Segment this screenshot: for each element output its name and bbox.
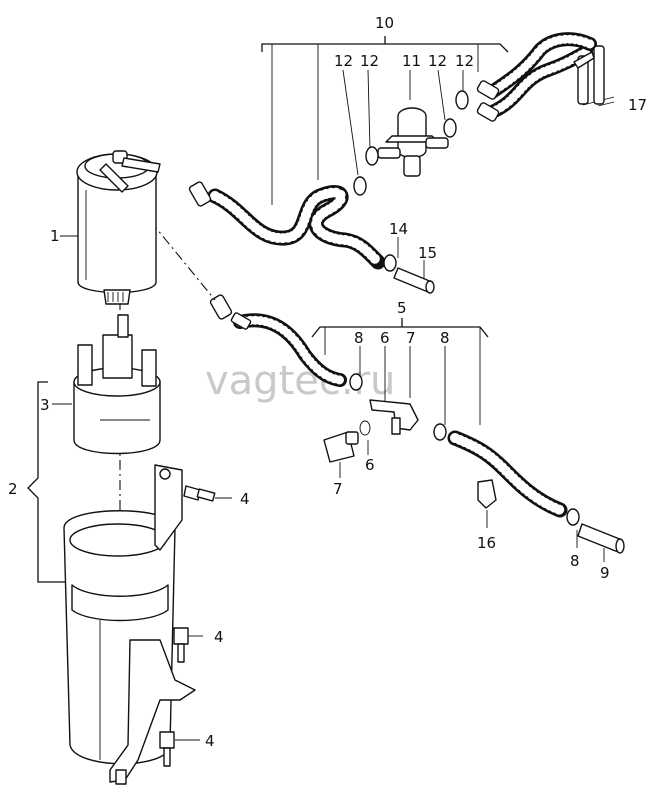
pressure-sensor [323, 431, 359, 463]
top-right-hose [485, 32, 597, 119]
callout-4-lower: 4 [205, 732, 215, 750]
bracket-2 [27, 381, 72, 583]
callout-1: 1 [50, 227, 60, 245]
callout-10: 10 [375, 14, 394, 32]
callout-6-top: 6 [380, 329, 390, 347]
bracket-10 [261, 36, 509, 205]
valve [377, 107, 449, 177]
connector-16 [477, 479, 497, 509]
pipe-end-9 [577, 523, 625, 554]
callout-4-upper: 4 [240, 490, 250, 508]
callout-labels: 1 2 3 4 4 4 5 6 6 7 7 8 8 8 9 10 11 12 1… [8, 14, 647, 750]
callout-8-left: 8 [354, 329, 364, 347]
callout-2: 2 [8, 480, 18, 498]
lower-hose [447, 430, 568, 518]
bolt-middle [173, 627, 189, 663]
callout-12-c: 12 [428, 52, 447, 70]
callout-8-right: 8 [440, 329, 450, 347]
bolt-lower [159, 731, 175, 767]
fuel-filter [76, 150, 161, 305]
callout-7-bottom: 7 [333, 480, 343, 498]
callout-15: 15 [418, 244, 437, 262]
upper-hose [207, 185, 386, 270]
callout-8-lower: 8 [570, 552, 580, 570]
bracket-5 [311, 318, 489, 425]
callout-4-middle: 4 [214, 628, 224, 646]
callout-9: 9 [600, 564, 610, 582]
callout-17: 17 [628, 96, 647, 114]
pipe-end-15 [393, 267, 435, 294]
pipe-ends-17 [573, 45, 605, 105]
clamps [349, 90, 580, 526]
callout-3: 3 [40, 396, 50, 414]
filter-holder-clip [73, 314, 161, 455]
callout-12-d: 12 [455, 52, 474, 70]
middle-hose [233, 313, 347, 387]
callout-14: 14 [389, 220, 408, 238]
callout-6-bottom: 6 [365, 456, 375, 474]
callout-7-top: 7 [406, 329, 416, 347]
bolt-upper [183, 485, 216, 502]
hose-fittings [188, 80, 500, 330]
callout-11: 11 [402, 52, 421, 70]
callout-16: 16 [477, 534, 496, 552]
callout-5: 5 [397, 299, 407, 317]
t-piece [369, 399, 419, 435]
callout-12-a: 12 [334, 52, 353, 70]
filter-housing [63, 464, 196, 785]
callout-12-b: 12 [360, 52, 379, 70]
watermark: vagtec.ru [205, 358, 395, 404]
